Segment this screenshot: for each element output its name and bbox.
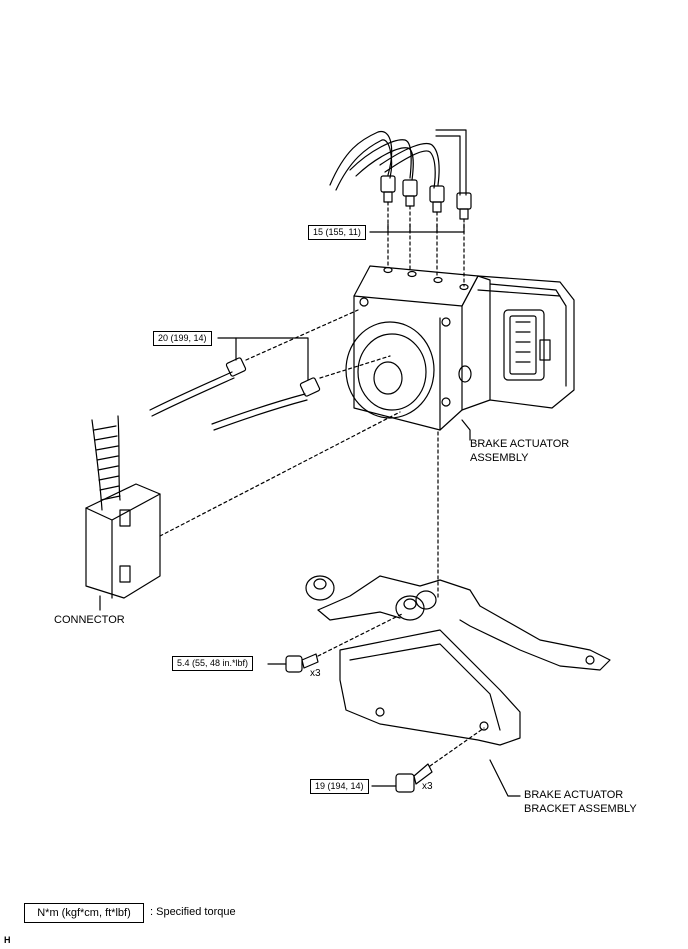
upper-bolt-quantity: x3 <box>310 668 321 679</box>
torque-upper-bolts: 5.4 (55, 48 in.*lbf) <box>172 656 254 671</box>
torque-side-lines: 20 (199, 14) <box>153 331 212 346</box>
legend-unit-box: N*m (kgf*cm, ft*lbf) <box>24 903 144 923</box>
torque-lower-bolts: 19 (194, 14) <box>310 779 369 794</box>
legend-description: : Specified torque <box>150 906 236 918</box>
actuator-body <box>345 265 575 431</box>
bracket-part <box>305 575 611 746</box>
lower-bolt <box>395 763 433 793</box>
torque-top-lines: 15 (155, 11) <box>308 225 366 240</box>
side-alignment-lines <box>159 309 439 599</box>
top-brake-lines <box>329 129 467 196</box>
lower-bolt-quantity: x3 <box>422 781 433 792</box>
connector-label: CONNECTOR <box>54 614 125 626</box>
side-brake-lines <box>149 357 321 431</box>
top-flare-nuts <box>380 175 472 220</box>
wire-harness <box>91 415 121 511</box>
connector-part <box>85 483 161 611</box>
actuator-label-line1: BRAKE ACTUATOR <box>470 438 570 450</box>
corner-mark: H <box>4 935 11 945</box>
bracket-label-line2: BRACKET ASSEMBLY <box>524 803 637 815</box>
actuator-label-line2: ASSEMBLY <box>470 452 529 464</box>
bracket-label-line1: BRAKE ACTUATOR <box>524 789 624 801</box>
